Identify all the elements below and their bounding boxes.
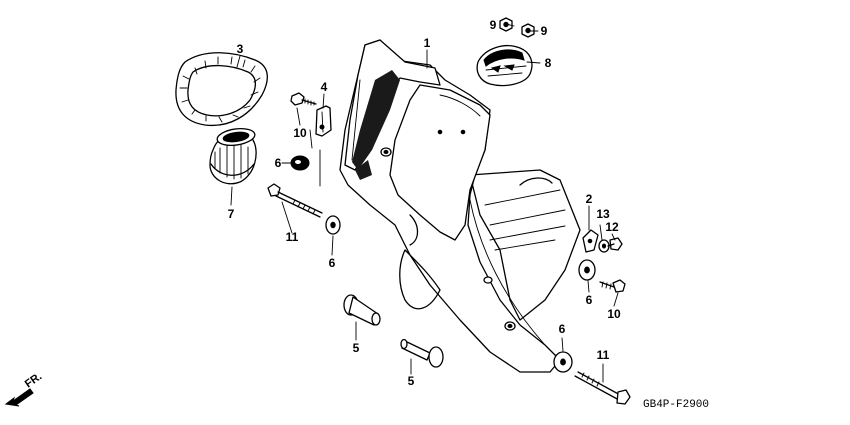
front-cover-part [339,39,581,373]
callout-6-c: 6 [586,293,593,307]
bolt-right-part [599,279,626,293]
collar-upper-part [343,294,381,326]
nut-left-part [499,17,513,32]
diagram-code: GB4P-F2900 [643,399,709,411]
washer-d-part [553,351,573,373]
washer-c-part [578,259,596,281]
washer-b-part [325,215,341,235]
vent-frame-part [175,52,268,127]
callout-13: 13 [596,207,610,221]
collar-lower-part [400,338,444,368]
bolt-left-part [290,92,317,106]
arrow-down-left-icon [4,388,34,407]
callout-10-right: 10 [607,307,621,321]
callout-2: 2 [586,192,593,206]
callout-5-upper: 5 [353,341,360,355]
screw-right-part [574,371,631,405]
callout-5-lower: 5 [408,374,415,388]
screw-small-part [607,237,623,251]
washer-a-part [290,155,310,171]
leader-lines [230,23,619,383]
direction-label: FR. [23,370,44,390]
callout-3: 3 [237,42,244,56]
callout-6-b: 6 [329,256,336,270]
bracket-part [315,105,332,137]
nut-right-part [521,23,535,38]
screw-left-part [267,183,323,218]
callout-11-right: 11 [597,348,610,362]
callout-8: 8 [545,56,552,70]
callout-1: 1 [424,36,431,50]
callout-12: 12 [605,220,619,234]
callout-9-right: 9 [541,24,548,38]
callout-10-left: 10 [293,126,307,140]
emblem-part [476,45,533,87]
callout-11-left: 11 [286,230,299,244]
callout-9-left: 9 [490,18,497,32]
callout-6-a: 6 [275,156,282,170]
callout-7: 7 [228,207,235,221]
grommet-part [209,127,257,185]
callout-6-d: 6 [559,322,566,336]
callout-4: 4 [321,80,328,94]
clip-part [582,229,599,253]
